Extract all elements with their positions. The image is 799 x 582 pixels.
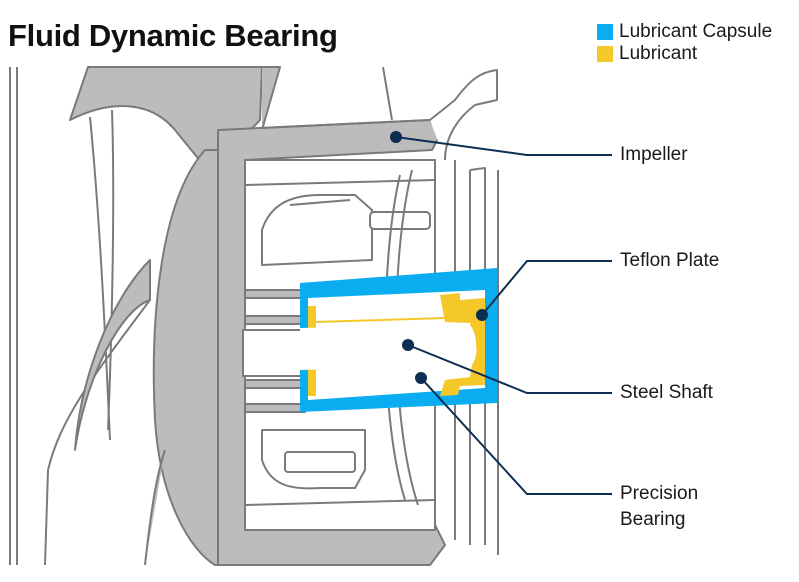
pin-upper bbox=[369, 211, 431, 230]
cavity-line bbox=[244, 179, 436, 186]
lubricant-capsule-swatch bbox=[597, 24, 613, 40]
callout-precision-bearing-line2: Bearing bbox=[620, 509, 686, 530]
spoke bbox=[244, 289, 306, 299]
legend: Lubricant Capsule Lubricant bbox=[597, 21, 772, 65]
spoke bbox=[244, 403, 306, 413]
impeller-edge bbox=[261, 119, 431, 129]
cavity-line bbox=[244, 499, 436, 506]
legend-item-lubricant: Lubricant bbox=[597, 43, 772, 65]
blade-line bbox=[382, 66, 393, 121]
callout-steel-shaft: Steel Shaft bbox=[620, 382, 713, 403]
fan-blade-lower bbox=[74, 259, 151, 451]
spoke bbox=[244, 379, 306, 389]
callout-dot-impeller bbox=[390, 131, 402, 143]
callout-dot-teflon-plate bbox=[476, 309, 488, 321]
lubricant-swatch bbox=[597, 46, 613, 62]
blade-curve bbox=[44, 299, 151, 566]
callout-impeller: Impeller bbox=[620, 144, 688, 165]
callout-dot-precision-bearing bbox=[415, 372, 427, 384]
coil-block bbox=[284, 451, 356, 473]
lubricant-end bbox=[440, 293, 485, 396]
callout-precision-bearing-line1: Precision bbox=[620, 483, 699, 504]
legend-label: Lubricant bbox=[619, 43, 698, 64]
blade-curve bbox=[89, 116, 111, 441]
leader-impeller bbox=[395, 136, 612, 156]
diagram-title: Fluid Dynamic Bearing bbox=[8, 18, 338, 53]
fan-blade-edge bbox=[261, 66, 281, 131]
leader-precision-bearing bbox=[420, 377, 612, 495]
leader-teflon-plate bbox=[481, 260, 612, 316]
coil-line bbox=[289, 199, 351, 206]
frame-post bbox=[469, 167, 486, 545]
lubricant-film bbox=[315, 317, 446, 323]
steel-shaft bbox=[300, 325, 476, 370]
impeller-hook bbox=[429, 69, 498, 161]
spoke bbox=[244, 315, 306, 325]
callout-teflon-plate: Teflon Plate bbox=[620, 250, 720, 271]
leader-steel-shaft bbox=[407, 344, 612, 394]
blade-curve bbox=[107, 109, 115, 431]
legend-item-lubricant-capsule: Lubricant Capsule bbox=[597, 21, 772, 43]
lubricant-strip bbox=[308, 306, 316, 334]
legend-label: Lubricant Capsule bbox=[619, 21, 773, 42]
lubricant-strip bbox=[308, 366, 316, 396]
callout-dot-steel-shaft bbox=[402, 339, 414, 351]
blade-curve bbox=[144, 449, 166, 566]
coil-upper bbox=[261, 194, 373, 266]
callout-precision-bearing: Precision Bearing bbox=[620, 481, 698, 533]
